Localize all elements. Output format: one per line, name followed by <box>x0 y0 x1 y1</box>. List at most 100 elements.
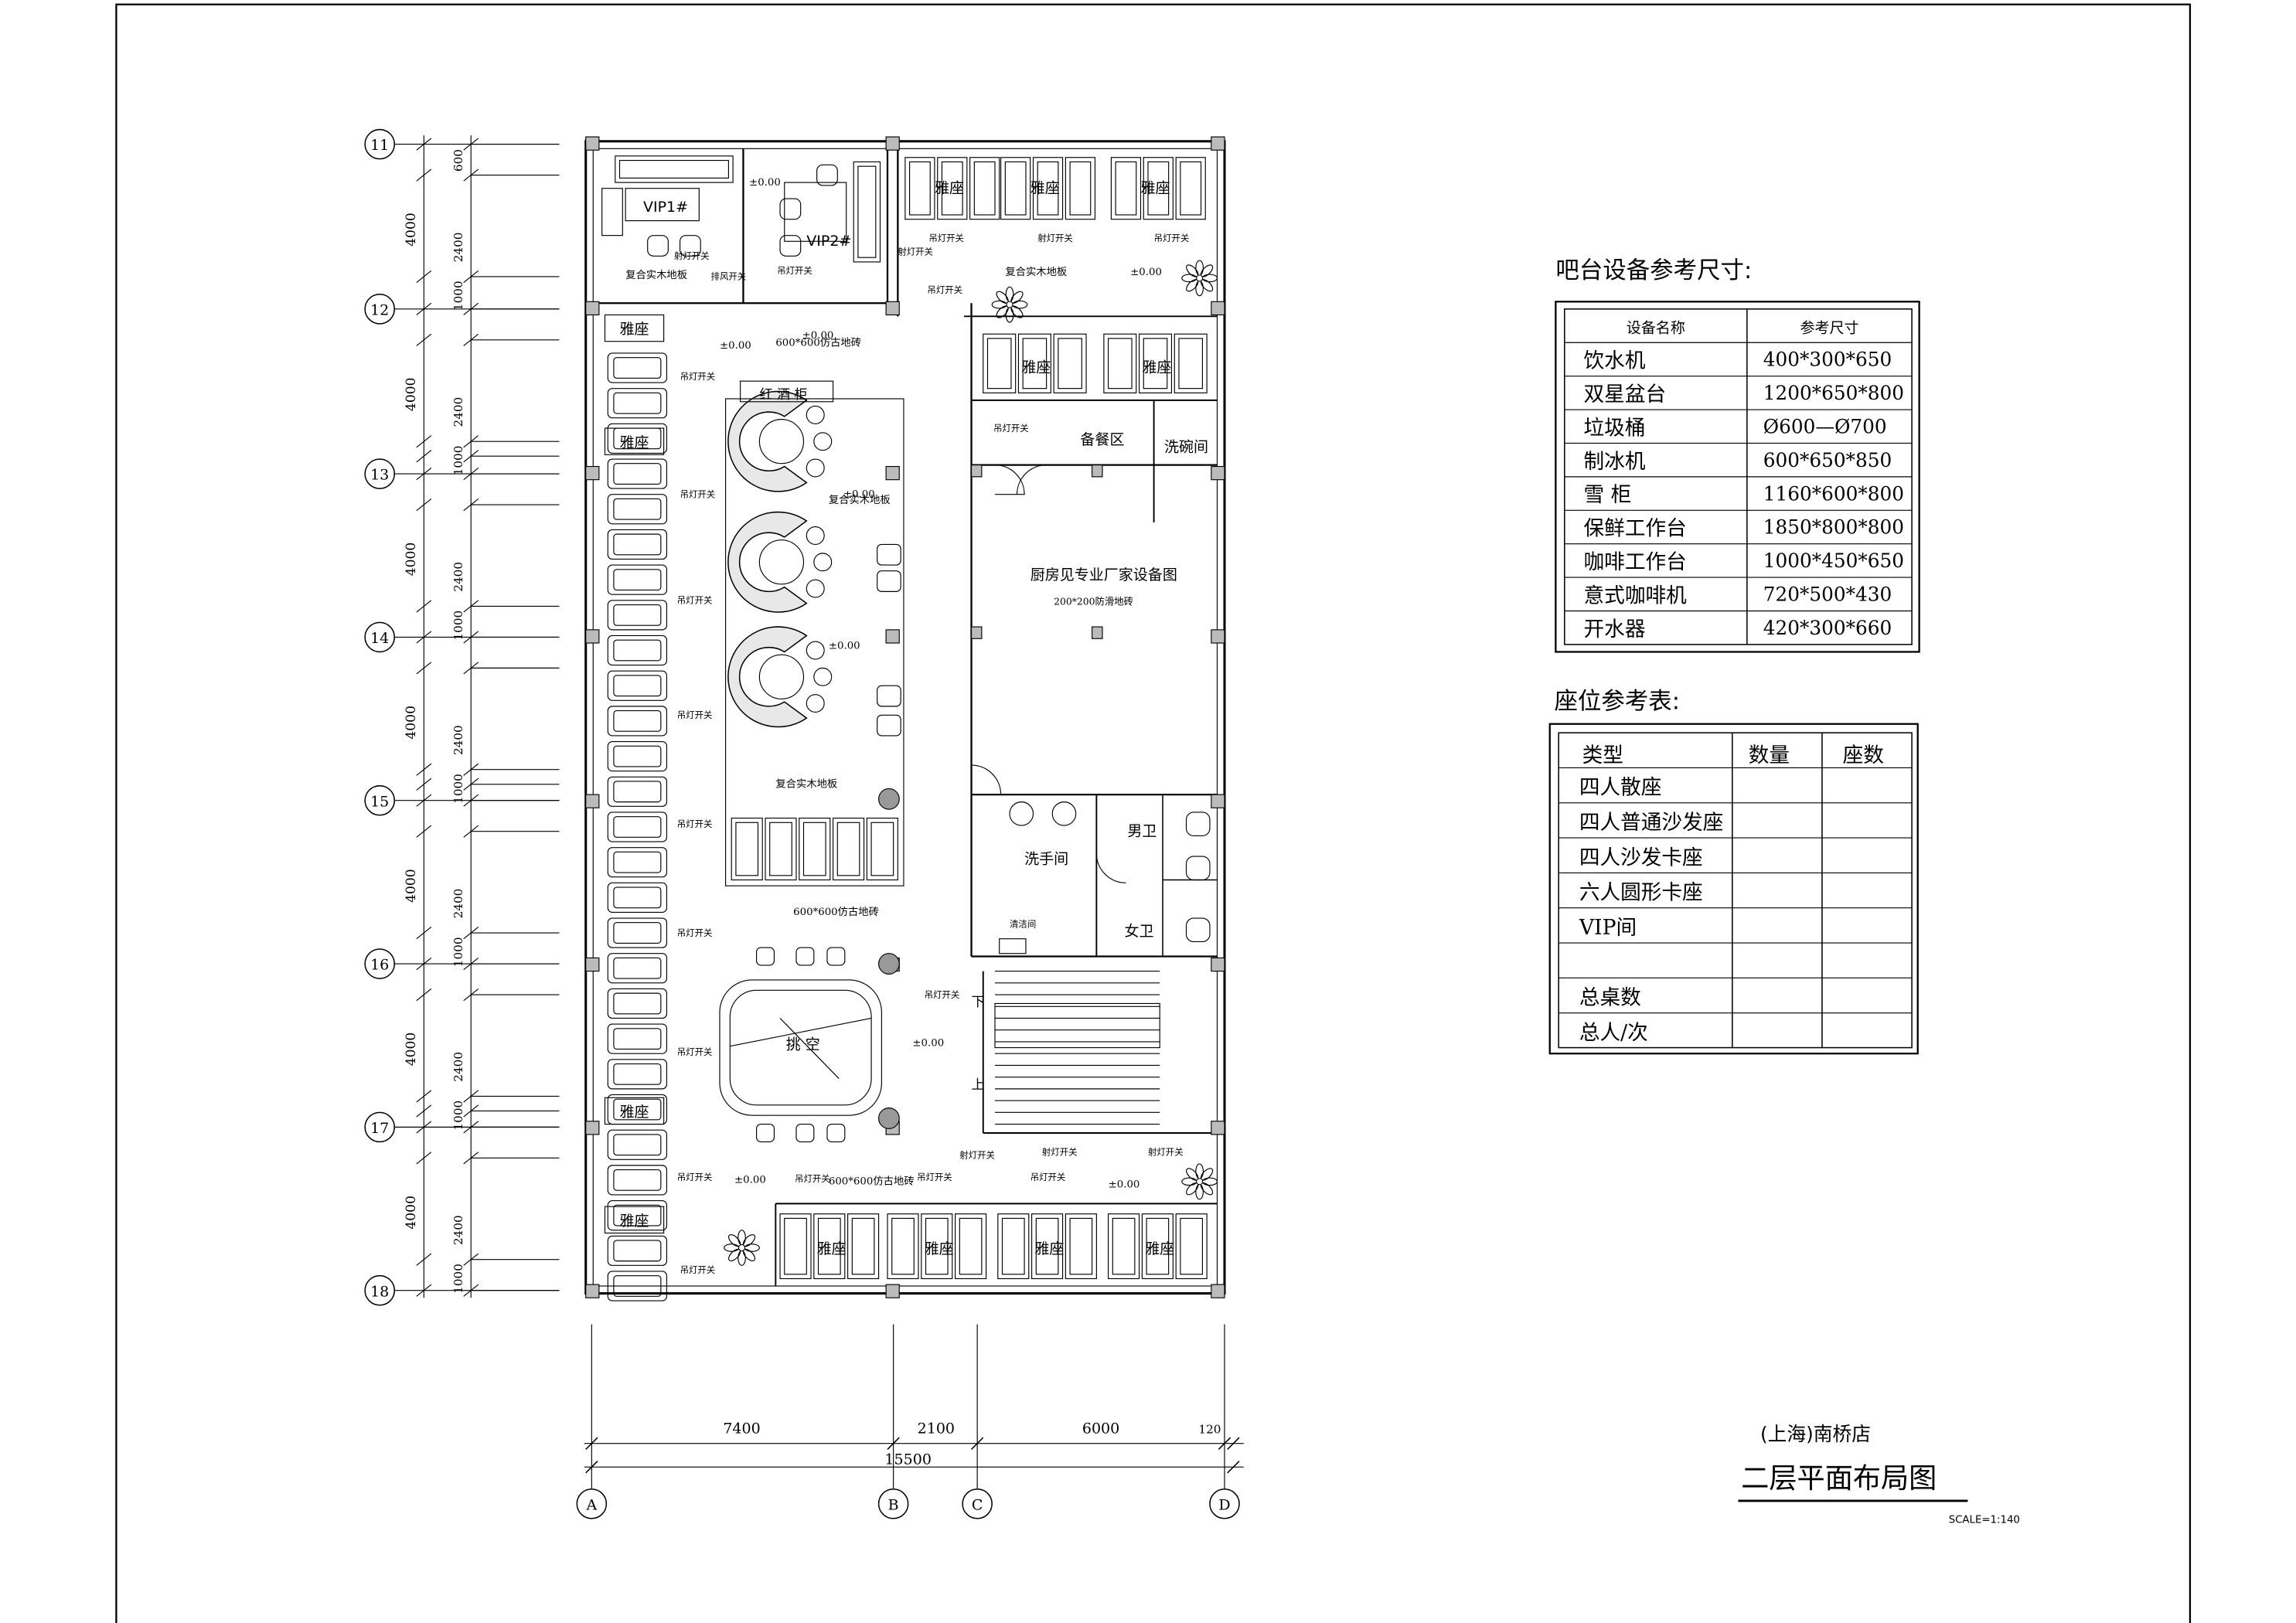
vip2-label: VIP2# <box>806 233 851 250</box>
booth-sofa <box>607 847 668 878</box>
floor-note: 600*600仿古地砖 <box>829 1176 915 1188</box>
seat-type: 总人/次 <box>1579 1021 1648 1045</box>
switch-note: 吊灯开关 <box>777 265 812 276</box>
column-axis-label: A <box>585 1496 597 1513</box>
booth-sofa <box>607 635 668 666</box>
level-mark: ±0.00 <box>802 330 834 342</box>
wine-cabinet-label: 红 酒 柜 <box>759 387 807 403</box>
switch-note: 吊灯开关 <box>677 595 713 606</box>
level-mark: ±0.00 <box>843 489 875 501</box>
wash-basin <box>1051 801 1077 826</box>
booth-label: 雅座 <box>620 434 649 451</box>
booth-sofa <box>607 917 668 948</box>
column-axis-bubble <box>576 1488 608 1519</box>
booth-sofa <box>607 1129 668 1160</box>
floor-note: 复合实木地板 <box>1005 266 1067 278</box>
women-restroom-label: 女卫 <box>1125 923 1154 940</box>
column-axis-bubble <box>962 1488 993 1519</box>
row-dim-4000: 4000 <box>404 543 419 577</box>
round-booth <box>727 511 808 613</box>
booth-sofa <box>607 670 668 701</box>
booth-sofa <box>607 600 668 631</box>
booth-sofa <box>607 494 668 525</box>
row-dim-1000: 1000 <box>451 1264 465 1294</box>
furniture-layer: 雅座雅座雅座雅座雅座雅座雅座雅座雅座雅座雅座雅座雅座 <box>601 155 1218 1301</box>
building-walls <box>584 136 1226 1298</box>
column-axis-bubble <box>1209 1488 1240 1519</box>
stair-landing <box>994 1002 1160 1049</box>
equipment-name: 双星盆台 <box>1584 383 1667 407</box>
switch-note: 射灯开关 <box>1148 1147 1184 1158</box>
booth-sofa <box>607 706 668 737</box>
plan-annotations: ±0.00±0.00±0.00±0.00±0.00±0.00±0.00±0.00… <box>625 177 1189 1275</box>
floor-note: 复合实木地板 <box>625 269 687 281</box>
booth-sofa <box>607 352 668 383</box>
seat-type: VIP间 <box>1579 916 1637 940</box>
cleaning-room-label: 清洁间 <box>1010 918 1036 929</box>
vip1-label: VIP1# <box>643 199 688 216</box>
title-block: (上海)南桥店 二层平面布局图 SCALE=1:140 <box>1738 1423 2020 1526</box>
row-axis-label: 12 <box>370 301 389 318</box>
seat-type: 四人散座 <box>1579 776 1662 800</box>
void-label: 挑 空 <box>786 1036 820 1053</box>
floor-note: 600*600仿古地砖 <box>793 906 879 918</box>
column-axis-label: D <box>1218 1496 1230 1513</box>
seat-header: 座数 <box>1843 743 1884 767</box>
booth-sofa <box>607 1023 668 1054</box>
switch-note: 吊灯开关 <box>795 1173 830 1184</box>
booth-sofa <box>607 1199 668 1231</box>
toilet <box>1185 856 1211 881</box>
seat-type: 四人沙发卡座 <box>1579 846 1703 869</box>
level-mark: ±0.00 <box>829 641 860 652</box>
equipment-header: 设备名称 <box>1627 319 1685 336</box>
booth-sofa <box>607 423 668 454</box>
seat-header: 数量 <box>1749 743 1790 767</box>
booth-label: 雅座 <box>817 1240 847 1257</box>
booth-table <box>604 1206 665 1234</box>
booth-sofa <box>607 988 668 1019</box>
booth-label: 雅座 <box>620 321 649 338</box>
booth-label: 雅座 <box>1021 359 1051 376</box>
stair-down-label: 下 <box>972 995 985 1010</box>
row-dim-1000: 1000 <box>451 1101 465 1131</box>
booth-sofa <box>607 564 668 595</box>
row-dim-4000: 4000 <box>404 869 419 903</box>
booth-sofa <box>607 1165 668 1196</box>
row-axis-grid: 1112131415161718400024001000400024001000… <box>364 128 560 1306</box>
switch-note: 吊灯开关 <box>928 233 964 243</box>
equipment-name: 饮水机 <box>1584 349 1646 373</box>
booth-label: 雅座 <box>935 179 964 196</box>
level-mark: ±0.00 <box>1109 1179 1140 1190</box>
booth-sofa <box>607 1271 668 1301</box>
store-name: (上海)南桥店 <box>1760 1423 1871 1445</box>
kitchen-note: 厨房见专业厂家设备图 <box>1030 567 1177 584</box>
round-table <box>758 419 805 464</box>
booth-sofa <box>607 882 668 913</box>
row-dim-4000: 4000 <box>404 213 419 247</box>
equipment-name: 开水器 <box>1584 618 1646 641</box>
column-dim-6000: 6000 <box>1082 1420 1119 1437</box>
booth-table <box>604 1097 665 1125</box>
row-dim-1000: 1000 <box>451 446 465 476</box>
switch-note: 吊灯开关 <box>677 818 713 829</box>
booth-label: 雅座 <box>1142 359 1171 376</box>
row-dim-1000: 1000 <box>451 281 465 311</box>
equipment-name: 保鲜工作台 <box>1584 517 1687 541</box>
sheet-border <box>115 3 2192 1623</box>
drawing-title: 二层平面布局图 <box>1741 1461 1937 1495</box>
equipment-name: 垃圾桶 <box>1584 416 1646 440</box>
round-table <box>758 539 805 585</box>
equipment-size: 1160*600*800 <box>1763 482 1904 505</box>
row-axis-label: 14 <box>370 630 389 647</box>
row-dim-600: 600 <box>451 149 465 172</box>
booth-label: 雅座 <box>620 1213 649 1230</box>
switch-note: 吊灯开关 <box>925 989 960 1000</box>
switch-note: 吊灯开关 <box>1154 233 1190 243</box>
equipment-size: 1000*450*650 <box>1763 550 1904 572</box>
booth-sofa <box>607 1235 668 1266</box>
equipment-name: 意式咖啡机 <box>1584 584 1688 607</box>
switch-note: 射灯开关 <box>1042 1147 1078 1158</box>
row-axis-label: 11 <box>370 137 389 154</box>
wash-room-label: 洗手间 <box>1024 851 1068 868</box>
